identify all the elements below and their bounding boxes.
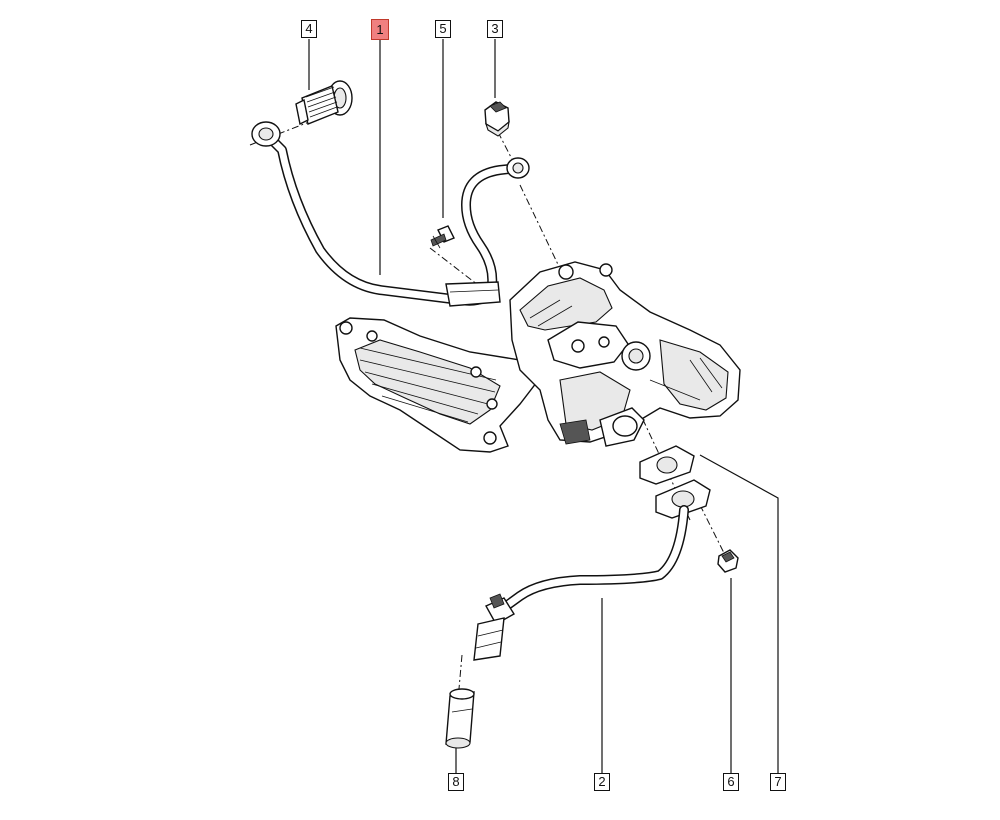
callout-4: 4 bbox=[301, 20, 317, 38]
callout-6: 6 bbox=[723, 773, 739, 791]
callout-8: 8 bbox=[448, 773, 464, 791]
part-3-cap-nut bbox=[484, 101, 510, 137]
part-6-screw bbox=[717, 549, 739, 573]
part-8-hose-sleeve bbox=[445, 688, 475, 749]
part-4-union-bolt bbox=[295, 80, 353, 126]
part-5-screw bbox=[430, 225, 455, 249]
leader-7 bbox=[699, 454, 779, 773]
callout-5: 5 bbox=[435, 20, 451, 38]
callout-2: 2 bbox=[594, 773, 610, 791]
callout-3: 3 bbox=[487, 20, 503, 38]
part-7-gaskets bbox=[639, 445, 711, 519]
egr-cooler-body bbox=[335, 261, 741, 453]
part-1-pipe bbox=[251, 121, 530, 307]
callout-7: 7 bbox=[770, 773, 786, 791]
leader-lines bbox=[308, 39, 779, 773]
callout-1-highlighted: 1 bbox=[371, 19, 389, 40]
part-2-lower-pipe bbox=[473, 505, 689, 661]
